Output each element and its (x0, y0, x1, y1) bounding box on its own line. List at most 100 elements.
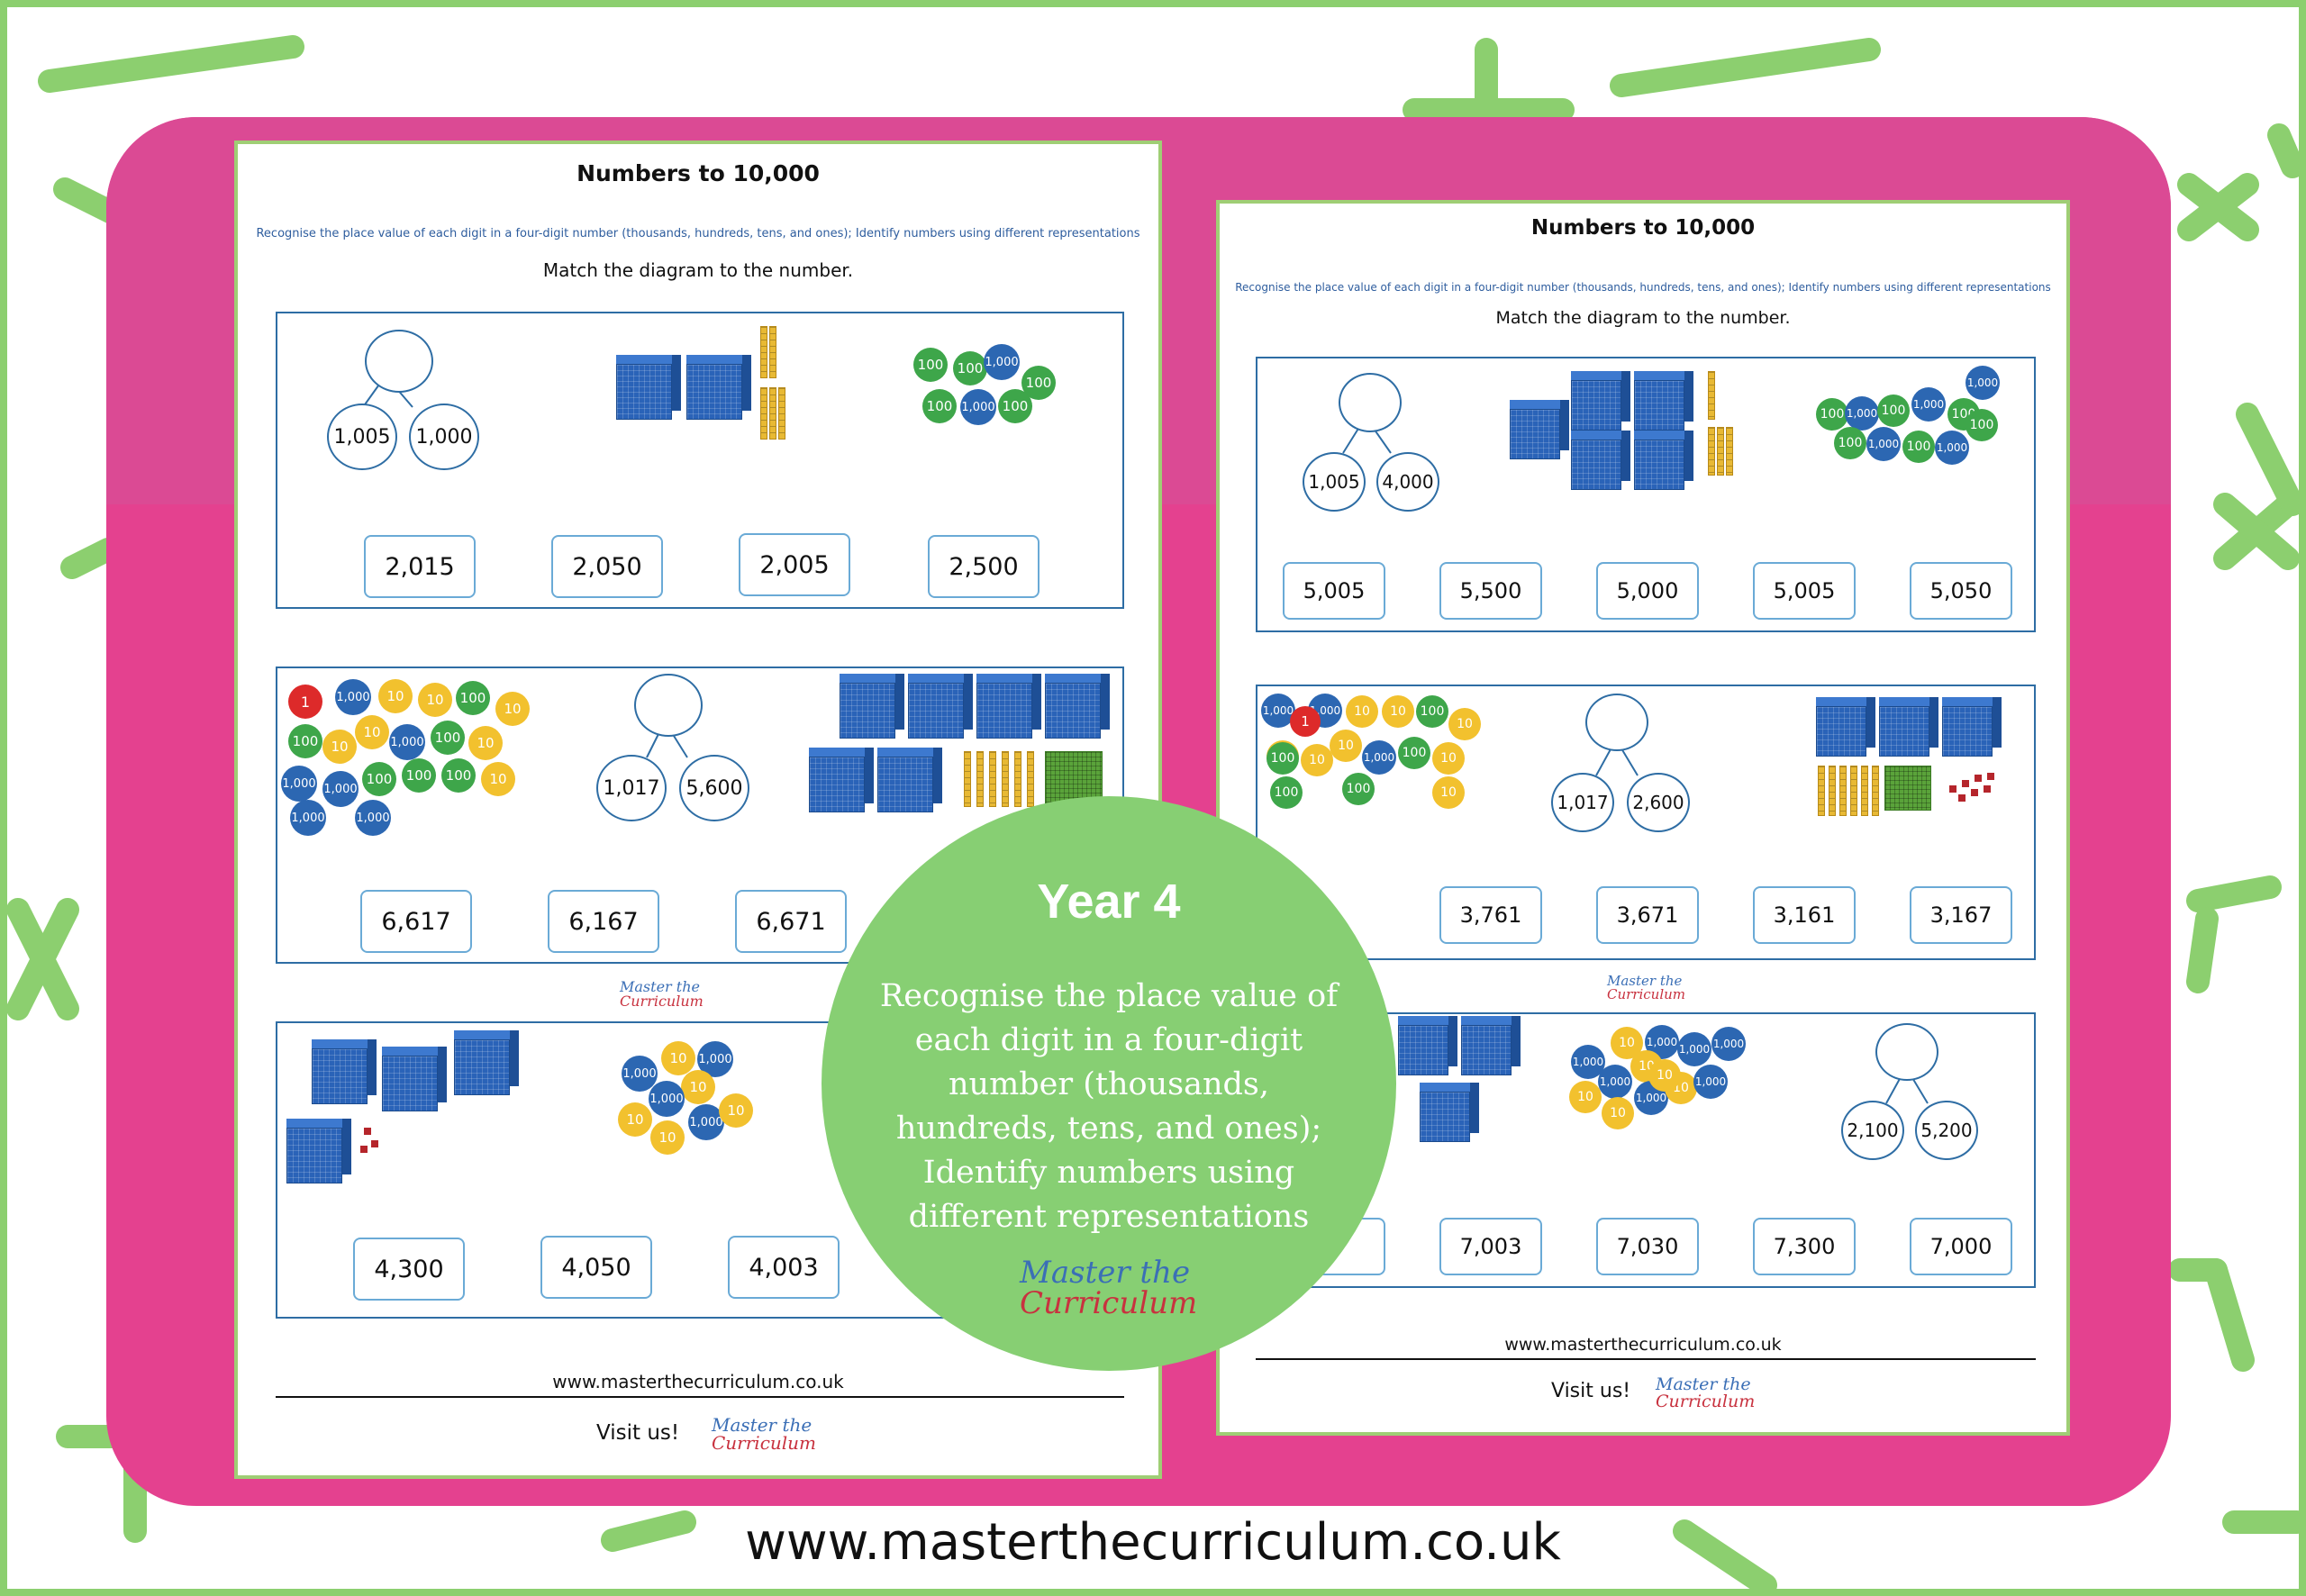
counter-100: 100 (1398, 737, 1430, 769)
counter-10: 10 (1330, 730, 1362, 762)
brand-logo-small: Master the Curriculum (620, 978, 704, 1010)
answer-option[interactable]: 7,300 (1753, 1218, 1856, 1275)
answer-option[interactable]: 7,030 (1596, 1218, 1699, 1275)
ten-rod (769, 387, 776, 440)
answer-option[interactable]: 4,050 (540, 1236, 652, 1299)
answer-option[interactable]: 3,671 (1596, 886, 1699, 944)
counter-100: 100 (456, 681, 490, 715)
thousand-cube (312, 1039, 377, 1104)
part-circle: 5,200 (1915, 1101, 1978, 1160)
answer-option[interactable]: 5,050 (1910, 562, 2012, 620)
answer-option[interactable]: 4,003 (728, 1236, 840, 1299)
answer-option[interactable]: 2,015 (364, 535, 476, 598)
counter-10: 10 (418, 683, 452, 717)
part-circle: 1,017 (596, 755, 667, 821)
counter-1000: 1,000 (1634, 1081, 1668, 1115)
thousand-cube (1045, 674, 1110, 739)
counter-100: 100 (998, 389, 1032, 423)
counter-100: 100 (288, 724, 322, 758)
visit-us-text: Visit us! (1551, 1380, 1631, 1402)
visit-us-text: Visit us! (596, 1421, 680, 1445)
ten-rod (778, 387, 785, 440)
answer-option[interactable]: 3,167 (1910, 886, 2012, 944)
brand-logo[interactable]: Master the Curriculum (712, 1414, 817, 1454)
part-circle: 2,100 (1841, 1101, 1904, 1160)
thousand-cube (286, 1119, 351, 1183)
counter-10: 10 (681, 1070, 715, 1104)
answer-option[interactable]: 7,003 (1439, 1218, 1542, 1275)
counter-1000: 1,000 (688, 1104, 724, 1140)
counter-100: 100 (362, 762, 396, 796)
whole-circle (1339, 373, 1402, 432)
hundred-flat (1045, 751, 1103, 807)
thousand-cube (1816, 697, 1875, 757)
counter-10: 10 (1382, 695, 1414, 728)
answer-option[interactable]: 5,000 (1596, 562, 1699, 620)
ten-rod (760, 326, 767, 378)
answer-option[interactable]: 6,167 (548, 890, 659, 953)
answer-option[interactable]: 3,161 (1753, 886, 1856, 944)
counter-100: 100 (922, 389, 957, 423)
answer-option[interactable]: 5,500 (1439, 562, 1542, 620)
counter-1000: 1,000 (1598, 1065, 1632, 1099)
counter-1000: 1,000 (1845, 396, 1879, 431)
answer-option[interactable]: 6,671 (735, 890, 847, 953)
brand-logo-large[interactable]: Master the Curriculum (1020, 1255, 1198, 1321)
one-cube (1987, 773, 1994, 780)
counter-100: 100 (1342, 773, 1375, 805)
counter-1: 1 (288, 685, 322, 719)
counter-1000: 1,000 (1866, 427, 1901, 461)
counter-1000: 1,000 (281, 766, 317, 802)
thousand-cube (382, 1047, 447, 1111)
one-cube (371, 1140, 378, 1147)
answer-option[interactable]: 2,050 (551, 535, 663, 598)
counter-10: 10 (378, 679, 413, 713)
counter-100: 100 (953, 351, 987, 385)
whole-circle (1875, 1023, 1938, 1081)
footer-divider (1256, 1358, 2036, 1360)
counter-100: 100 (1270, 776, 1303, 809)
thousand-cube (1420, 1083, 1479, 1142)
counter-100: 100 (1266, 742, 1299, 775)
thousand-cube (1942, 697, 2002, 757)
ten-rod (1818, 766, 1825, 816)
answer-option[interactable]: 2,005 (739, 533, 850, 596)
thousand-cube (1461, 1016, 1521, 1075)
counter-100: 100 (431, 721, 465, 755)
counter-1000: 1,000 (335, 679, 371, 715)
answer-option[interactable]: 6,617 (360, 890, 472, 953)
thousand-cube (809, 748, 874, 812)
counter-1000: 1,000 (1261, 694, 1295, 728)
website-url[interactable]: www.masterthecurriculum.co.uk (745, 1513, 1561, 1572)
counter-1000: 1,000 (1693, 1065, 1728, 1099)
ten-rod (1014, 751, 1021, 807)
whole-circle (1585, 694, 1648, 751)
answer-option[interactable]: 2,500 (928, 535, 1040, 598)
counter-1000: 1,000 (1966, 366, 2000, 400)
answer-option[interactable]: 7,000 (1910, 1218, 2012, 1275)
part-circle: 1,017 (1551, 773, 1614, 832)
ten-rod (1829, 766, 1836, 816)
brand-logo[interactable]: Master the Curriculum (1656, 1374, 1756, 1411)
thousand-cube (1634, 431, 1693, 490)
badge-description: Recognise the place value of each digit … (879, 978, 1339, 1235)
worksheet-instruction: Match the diagram to the number. (1495, 308, 1791, 328)
answer-option[interactable]: 5,005 (1283, 562, 1385, 620)
counter-10: 10 (495, 692, 530, 726)
answer-option[interactable]: 4,300 (353, 1238, 465, 1301)
counter-1000: 1,000 (1677, 1032, 1711, 1066)
worksheet-subtitle: Recognise the place value of each digit … (256, 227, 1140, 240)
thousand-cube (454, 1030, 519, 1095)
answer-option[interactable]: 5,005 (1753, 562, 1856, 620)
counter-100: 100 (1416, 695, 1448, 728)
part-circle: 4,000 (1376, 452, 1439, 512)
counter-10: 10 (719, 1093, 753, 1128)
counter-1000: 1,000 (1362, 740, 1396, 775)
answer-option[interactable]: 3,761 (1439, 886, 1542, 944)
counter-1000: 1,000 (1711, 1027, 1746, 1061)
ten-rod (760, 387, 767, 440)
thousand-cube (1634, 371, 1693, 431)
one-cube (1949, 785, 1956, 793)
question-box-1: 1,005 4,000 100 1,000 1,000 100 1,000 10… (1256, 357, 2036, 632)
